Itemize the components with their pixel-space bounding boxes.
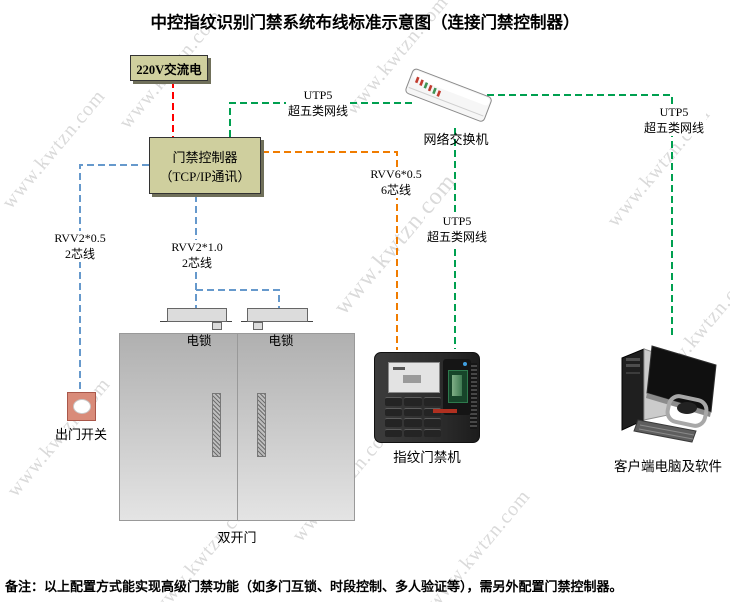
access-controller-label-line1: 门禁控制器 <box>172 149 238 165</box>
right-lock-bar <box>247 308 308 322</box>
utp5-controller-switch-line <box>229 102 416 137</box>
power-supply-node: 220V交流电 <box>130 55 208 81</box>
rvv2-05-line2: 2芯线 <box>64 246 95 261</box>
brand-strip <box>433 409 457 413</box>
left-lock-tab <box>212 322 222 330</box>
rvv6-cable-label: RVV6*0.5 6芯线 <box>368 167 424 199</box>
rvv2-10-line2: 2芯线 <box>181 255 212 270</box>
keypad-key <box>423 407 441 416</box>
access-controller-node: 门禁控制器 （TCP/IP通讯） <box>149 137 261 194</box>
utp5-top-line1: UTP5 <box>303 88 333 102</box>
footer-note: 备注：以上配置方式能实现高级门禁功能（如多门互锁、时段控制、多人验证等），需另外… <box>5 579 623 594</box>
rvv6-line2: 6芯线 <box>380 182 411 197</box>
fingerprint-sensor <box>448 370 468 403</box>
keypad-key <box>404 428 422 437</box>
rvv2-10-cable-label: RVV2*1.0 2芯线 <box>169 240 225 272</box>
keypad-key <box>385 418 403 427</box>
left-lock-label: 电锁 <box>186 334 212 348</box>
keypad-key <box>423 418 441 427</box>
keypad-key <box>404 397 422 406</box>
rvv2-05-line1: RVV2*0.5 <box>54 231 106 245</box>
utp5-right-line2: 超五类网线 <box>643 120 705 135</box>
double-door <box>119 333 355 521</box>
keypad-key <box>423 397 441 406</box>
left-lock-bar <box>167 308 227 322</box>
exit-button-device <box>67 392 96 421</box>
screen-marking <box>393 367 405 370</box>
screen-marking <box>403 375 421 383</box>
fingerprint-reader-keypad <box>385 397 441 437</box>
rvv6-line1: RVV6*0.5 <box>370 167 422 181</box>
monitor-stand-hub <box>677 402 697 414</box>
fingerprint-reader-label: 指纹门禁机 <box>393 450 461 465</box>
double-door-label: 双开门 <box>217 530 257 545</box>
utp5-mid-line1: UTP5 <box>442 214 472 228</box>
monitor-stand <box>665 394 709 428</box>
rvv2-05-cable-label: RVV2*0.5 2芯线 <box>52 231 108 263</box>
left-door-handle <box>212 393 221 457</box>
right-lock-tab <box>253 322 263 330</box>
utp5-top-cable-label: UTP5 超五类网线 <box>285 88 351 120</box>
fingerprint-reader-vents <box>470 363 477 429</box>
right-lock-label: 电锁 <box>268 334 294 348</box>
keypad-key <box>385 407 403 416</box>
utp5-right-cable-label: UTP5 超五类网线 <box>641 105 707 137</box>
fingerprint-reader-screen <box>388 362 440 393</box>
keypad-key <box>423 428 441 437</box>
rvv2-controller-rightlock-line <box>196 289 280 308</box>
status-led <box>463 362 467 366</box>
client-computer-label: 客户端电脑及软件 <box>614 459 722 474</box>
page-title: 中控指纹识别门禁系统布线标准示意图（连接门禁控制器） <box>150 14 580 32</box>
rvv2-10-line1: RVV2*1.0 <box>171 240 223 254</box>
power-supply-label: 220V交流电 <box>136 62 202 77</box>
door-divider <box>237 334 238 520</box>
rvv2-controller-exitbutton-line <box>79 164 149 392</box>
keypad-key <box>385 428 403 437</box>
fingerprint-sensor-glass <box>452 375 462 396</box>
utp5-mid-line2: 超五类网线 <box>426 229 488 244</box>
fingerprint-sensor-panel <box>443 359 471 415</box>
network-switch-label: 网络交换机 <box>423 132 489 147</box>
access-controller-label-line2: （TCP/IP通讯） <box>159 168 251 184</box>
utp5-mid-cable-label: UTP5 超五类网线 <box>424 214 490 246</box>
tower-front <box>621 348 645 431</box>
fingerprint-reader-device <box>374 352 480 443</box>
utp5-top-line2: 超五类网线 <box>287 103 349 118</box>
utp5-right-line1: UTP5 <box>659 105 689 119</box>
rvv6-controller-fingerprint-line <box>262 151 398 350</box>
exit-button-label: 出门开关 <box>54 427 108 442</box>
keypad-key <box>404 407 422 416</box>
network-switch-icon <box>405 68 492 122</box>
keypad-key <box>385 397 403 406</box>
right-door-handle <box>257 393 266 457</box>
keypad-key <box>404 418 422 427</box>
utp5-switch-computer-line <box>487 94 673 338</box>
exit-button-hole <box>73 399 91 414</box>
client-computer-icon <box>621 345 717 443</box>
